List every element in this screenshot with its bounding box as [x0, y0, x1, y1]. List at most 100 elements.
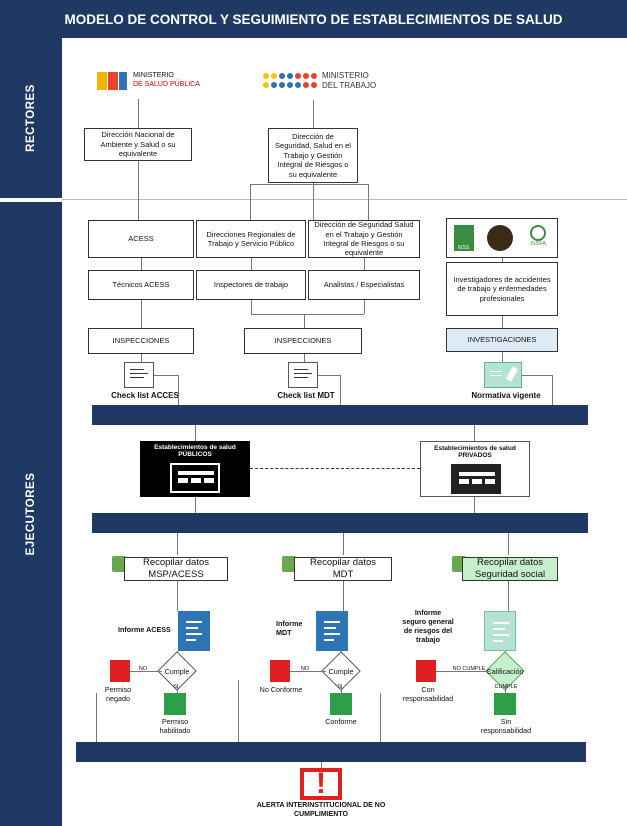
database-icon: [112, 556, 126, 572]
si-label: SI: [173, 684, 179, 690]
flow-band-3: [76, 742, 586, 762]
decision-cumple-label: Cumple: [164, 667, 190, 676]
investigators-box: Investigadores de accidentes de trabajo …: [446, 262, 558, 316]
connector: [251, 300, 252, 314]
private-establishments-box: Establecimientos de salud PRIVADOS: [420, 441, 530, 497]
public-establishments-line1: Establecimientos de salud: [154, 444, 236, 451]
msp-logo-line2: DE SALUD PÚBLICA: [133, 80, 200, 88]
connector: [250, 184, 251, 220]
connector: [364, 258, 365, 270]
issfa-logo: ISSFA: [526, 225, 550, 251]
collect-data-ss-line2: Seguridad social: [474, 569, 546, 580]
section-ejecutores-label: EJECUTORES: [25, 472, 37, 556]
rejected-doc-icon: [110, 660, 130, 682]
connector: [141, 258, 142, 270]
approved-doc-icon: [164, 693, 186, 715]
flow-band-2: [92, 513, 588, 533]
connector: [432, 671, 490, 672]
checklist-mdt-label: Check list MDT: [277, 391, 335, 400]
connector: [251, 258, 252, 270]
connector: [380, 693, 381, 742]
msp-logo: [97, 70, 129, 92]
checklist-acess-label: Check list ACCES: [111, 391, 179, 400]
public-establishments-line2: PÚBLICOS: [178, 451, 212, 458]
mdt-logo: [262, 72, 318, 90]
building-icon: [451, 464, 501, 494]
non-conforming-doc-icon: [270, 660, 290, 682]
flow-band-1: [92, 405, 588, 425]
connector: [195, 497, 196, 513]
regulation-microscope-icon: [484, 362, 522, 388]
conforming-doc-icon: [330, 693, 352, 715]
collect-data-mdt-box: Recopilar datos MDT: [294, 557, 392, 581]
decision-calificacion-label: Calificación: [486, 667, 524, 676]
mdt-logo-text: MINISTERIO DEL TRABAJO: [322, 71, 402, 91]
section-ejecutores: EJECUTORES: [0, 202, 62, 826]
investigations-box: INVESTIGACIONES: [446, 328, 558, 352]
connector: [304, 314, 305, 328]
issfa-logo-text: ISSFA: [530, 241, 547, 247]
bidirectional-dashed-arrow: [250, 468, 420, 469]
connector: [313, 183, 314, 220]
connector: [368, 184, 369, 220]
connector: [195, 425, 196, 441]
non-conforming-label: No Conforme: [259, 685, 303, 694]
not-responsible-doc-icon: [494, 693, 516, 715]
conforming-label: Conforme: [325, 717, 357, 726]
connector: [250, 184, 368, 185]
connector: [321, 762, 322, 768]
mdt-logo-line2: DEL TRABAJO: [322, 81, 377, 90]
analysts-box: Analistas / Especialistas: [308, 270, 420, 300]
no-cumple-label: NO CUMPLE: [452, 666, 486, 672]
police-logo: [486, 225, 513, 251]
connector: [286, 671, 326, 672]
permission-denied-label: Permiso negado: [104, 685, 132, 703]
mdt-logo-line1: MINISTERIO: [322, 71, 369, 80]
building-icon: [170, 463, 220, 493]
responsible-doc-icon: [416, 660, 436, 682]
connector: [508, 581, 509, 611]
alert-label: ALERTA INTERINSTITUCIONAL DE NO CUMPLIMI…: [256, 802, 386, 818]
private-establishments-line1: Establecimientos de salud: [434, 445, 516, 452]
inspections-box-mdt: INSPECCIONES: [244, 328, 362, 354]
section-divider: [62, 199, 627, 200]
iess-logo-text: IESS: [457, 244, 470, 251]
connector: [138, 99, 139, 128]
report-acess-icon: [178, 611, 210, 651]
collect-data-ss-line1: Recopilar datos: [476, 557, 543, 569]
connector: [552, 375, 553, 405]
connector: [177, 533, 178, 555]
connector: [474, 497, 475, 513]
connector: [177, 581, 178, 611]
public-establishments-box: Establecimientos de salud PÚBLICOS: [140, 441, 250, 497]
regulation-label: Normativa vigente: [471, 391, 541, 400]
connector: [340, 375, 341, 405]
without-responsibility-label: Sin responsabilidad: [480, 717, 532, 735]
private-establishments-line2: PRIVADOS: [458, 452, 492, 459]
safety-direction-box: Dirección de Seguridad Salud en el Traba…: [308, 220, 420, 258]
connector: [508, 533, 509, 555]
connector: [251, 314, 364, 315]
connector: [502, 352, 503, 362]
connector: [177, 685, 178, 693]
checklist-acess-icon: [124, 362, 154, 388]
connector: [522, 375, 552, 376]
connector: [178, 375, 179, 405]
connector: [502, 258, 503, 262]
connector: [343, 533, 344, 555]
alert-icon: !: [300, 767, 342, 800]
msp-direction-box: Dirección Nacional de Ambiente y Salud o…: [84, 128, 192, 161]
connector: [341, 685, 342, 693]
report-mdt-icon: [316, 611, 348, 651]
connector: [141, 354, 142, 362]
diagram-title: MODELO DE CONTROL Y SEGUIMIENTO DE ESTAB…: [0, 0, 627, 38]
connector: [343, 581, 344, 611]
collect-data-msp-line2: MSP/ACESS: [148, 569, 204, 580]
database-icon: [282, 556, 296, 572]
decision-cumple-mdt-label: Cumple: [328, 667, 354, 676]
social-security-logos-box: IESS ISSFA: [446, 218, 558, 258]
acess-technicians-box: Técnicos ACESS: [88, 270, 194, 300]
section-rectores-label: RECTORES: [25, 84, 37, 152]
connector: [474, 425, 475, 441]
acess-box: ACESS: [88, 220, 194, 258]
